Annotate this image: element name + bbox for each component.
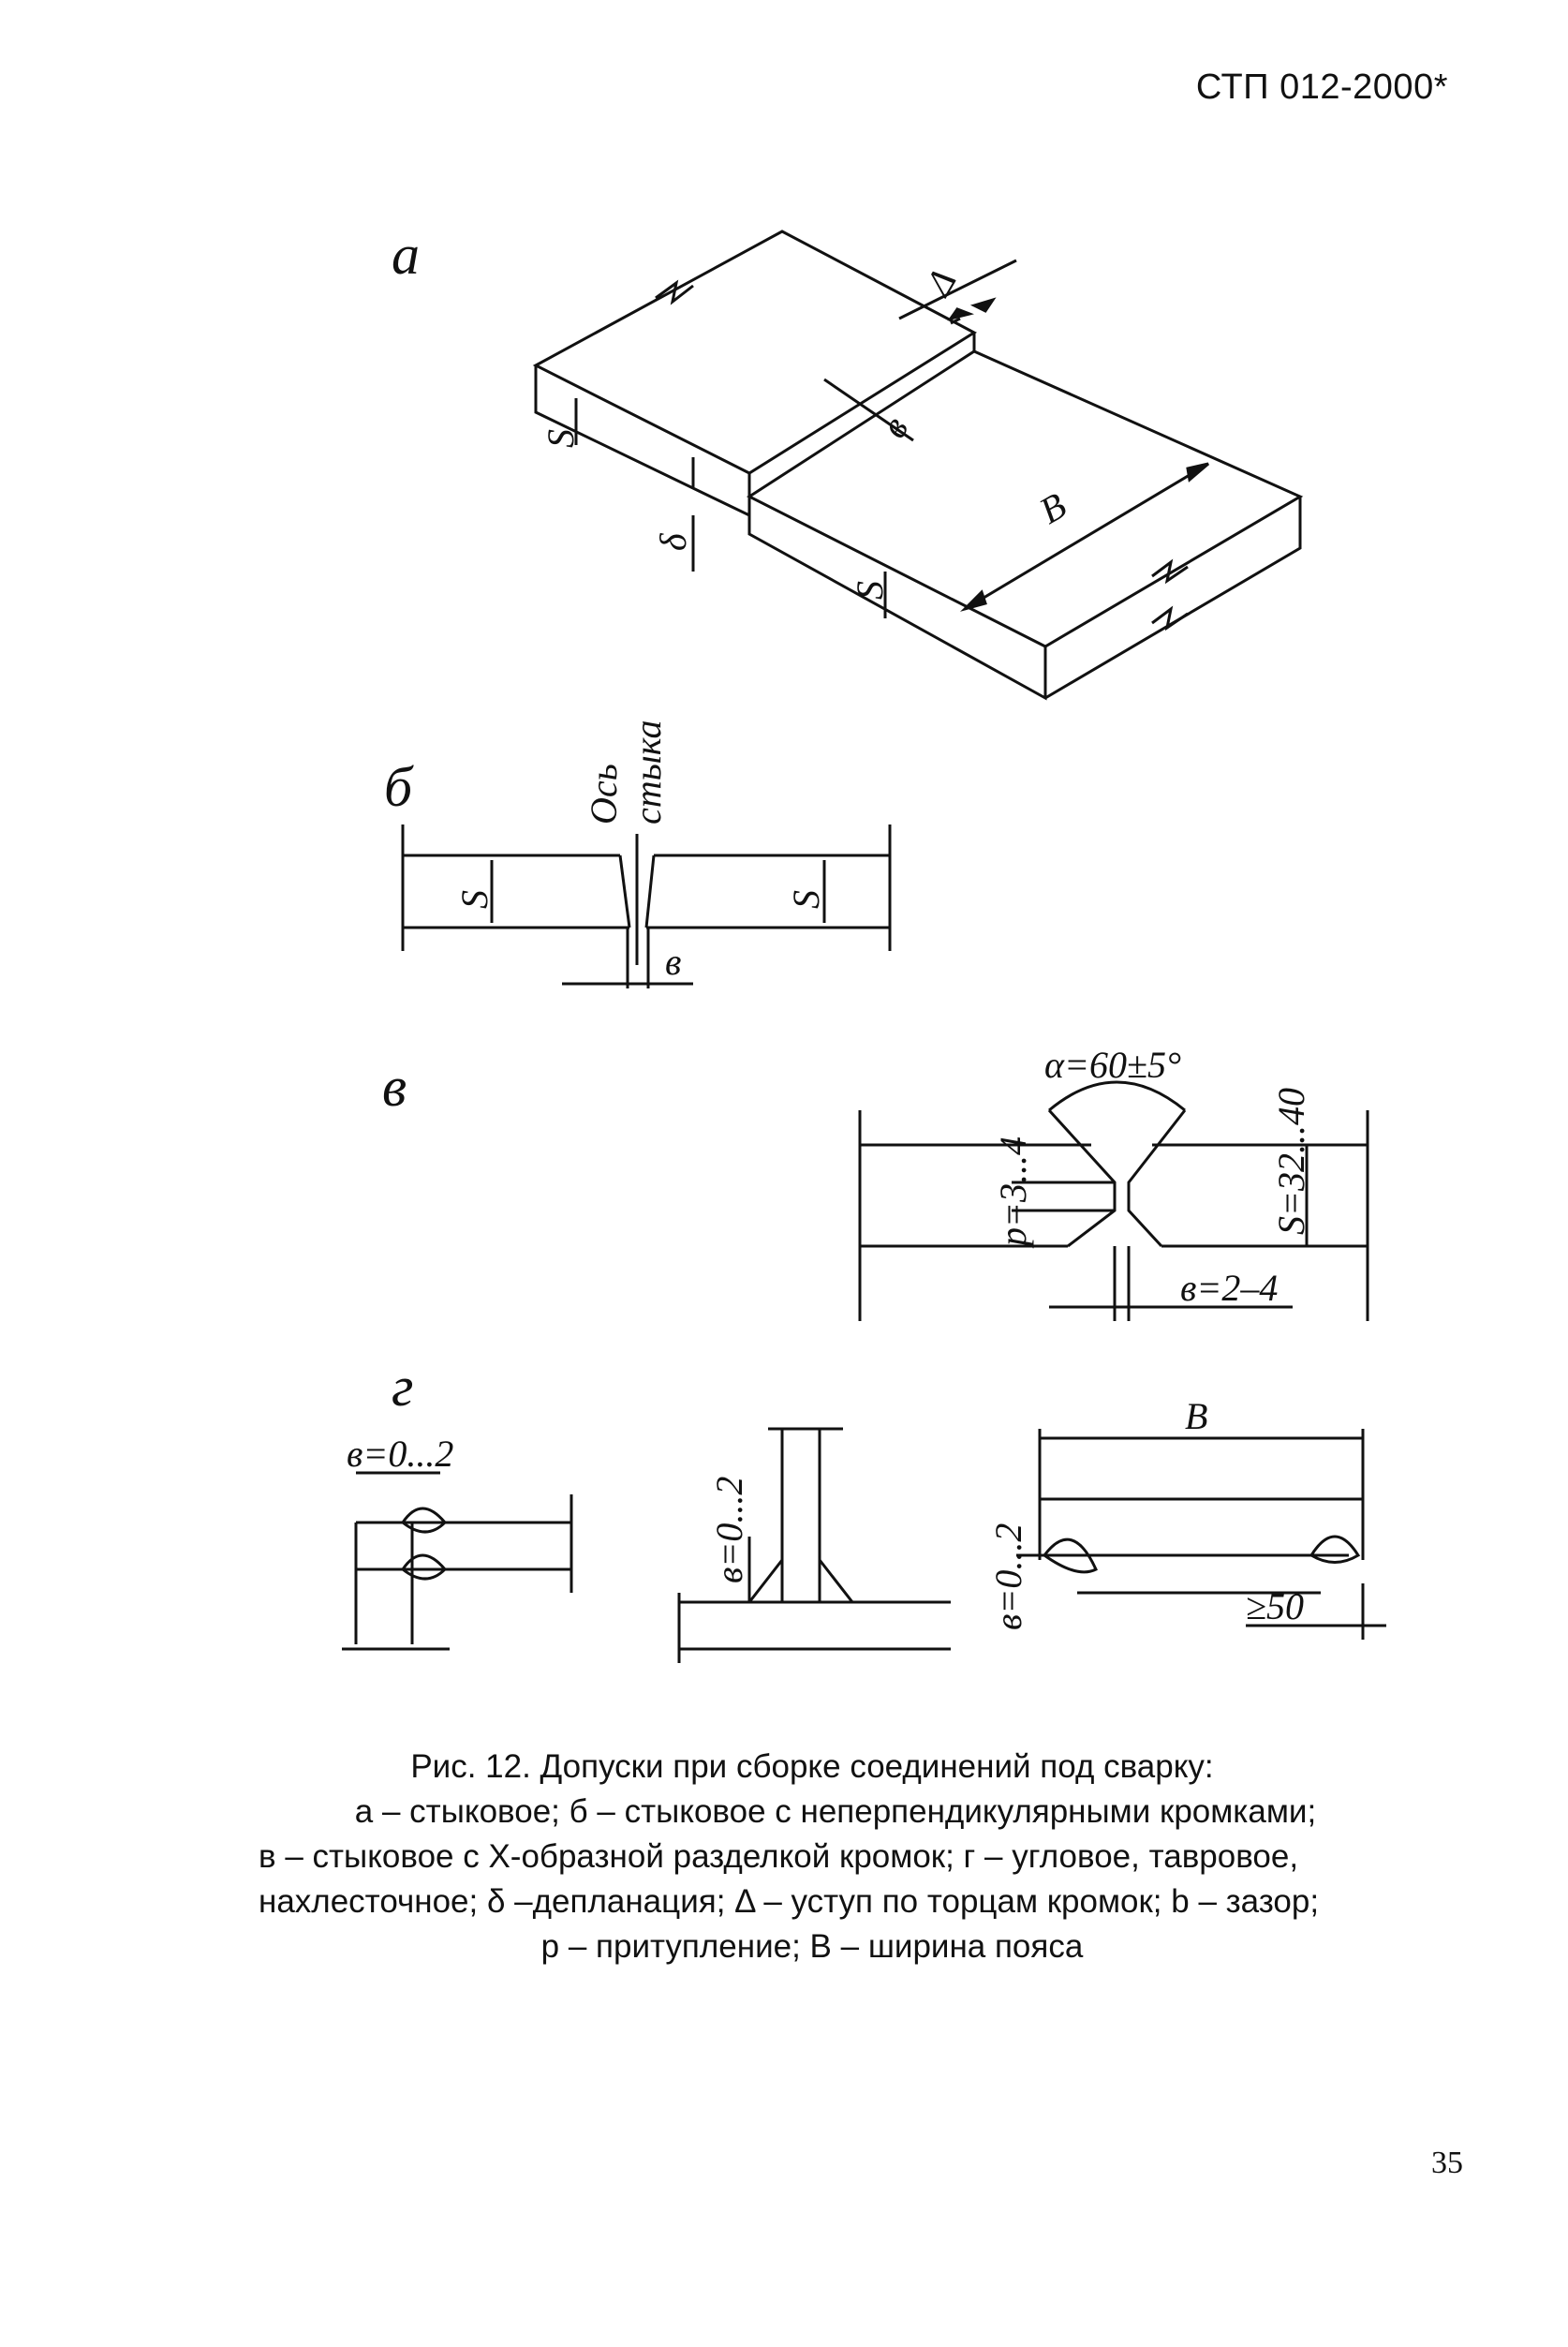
dim-b-gap: в [665,941,681,983]
caption-title: Рис. 12. Допуски при сборке соединений п… [410,1748,1214,1785]
dim-g-min-overlap: ≥50 [1246,1585,1304,1627]
dim-b-axis-line2: стыка [627,720,669,824]
dim-v-gap: в=2–4 [1180,1267,1278,1309]
dim-g-gap-1: в=0...2 [347,1433,453,1475]
document-code: СТП 012-2000* [1195,67,1448,107]
caption-line-1: а – стыковое; б – стыковое с неперпендик… [354,1793,1317,1830]
dim-a-delta: δ [652,532,694,551]
dim-a-s-right: S [849,581,891,600]
figure-g-corner-joint [342,1471,573,1651]
label-v: в [382,1056,407,1118]
caption-line-3: р – притупление; В – ширина пояса [540,1928,1084,1965]
figure-g-lap-joint [1016,1429,1386,1640]
figure-caption: Рис. 12. Допуски при сборке соединений п… [0,1745,1568,1969]
dim-v-angle: α=60±5° [1044,1044,1181,1086]
dim-g-gap-2: в=0...2 [708,1477,750,1583]
caption-line-2: в – стыковое с Х-образной разделкой кром… [259,1838,1320,1920]
label-g: г [392,1356,413,1418]
dim-v-s: S=32...40 [1270,1088,1312,1235]
dim-a-s-left: S [540,429,582,448]
dim-g-B: B [1185,1395,1207,1437]
dim-a-B: B [1032,484,1073,532]
figure-a-isometric-plates [532,230,1304,701]
dim-g-gap-3: в=0...2 [987,1523,1029,1630]
weld-tolerances-figure: а Δ в S δ B S б [342,224,1386,1663]
figure-v-x-groove [858,1080,1369,1321]
dim-b-axis-line1: Ось [583,764,625,824]
label-b: б [384,756,414,818]
figure-b-butt-joint [401,824,892,988]
dim-v-p: р=3...4 [992,1136,1034,1249]
dim-b-s-left: S [453,890,496,909]
label-a: а [392,224,420,286]
figure-g-tee-joint [677,1427,951,1663]
dim-a-gap: в [872,409,917,445]
dim-b-s-right: S [785,890,827,909]
page-number: 35 [1431,2146,1463,2180]
